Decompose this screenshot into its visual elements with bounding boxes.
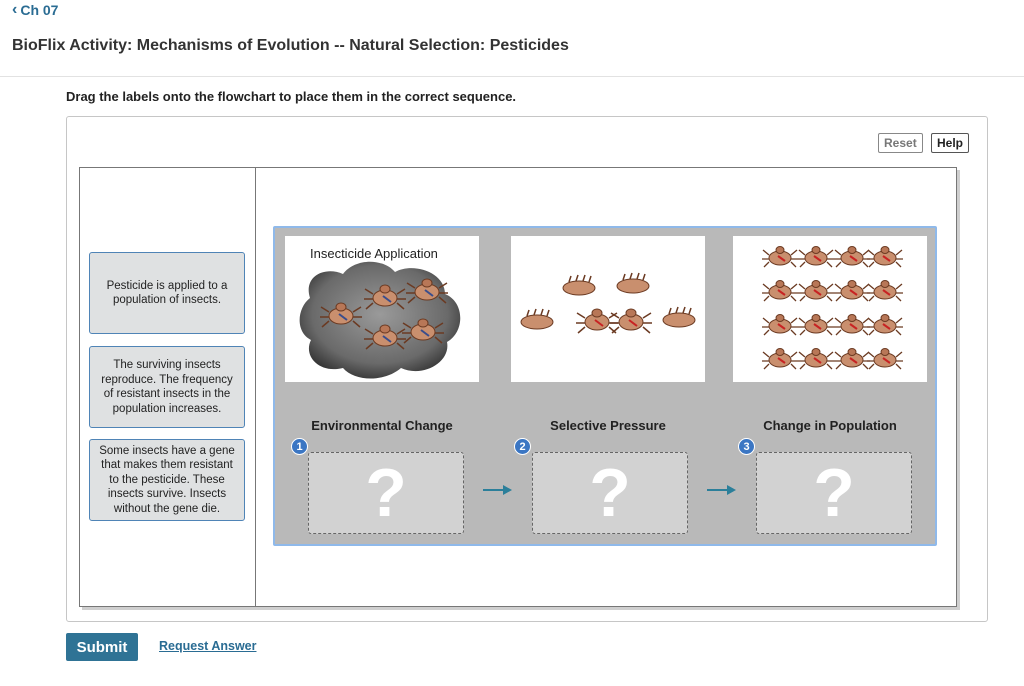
step-number-badge-1: 1 xyxy=(291,438,308,455)
step-number-badge-2: 2 xyxy=(514,438,531,455)
drop-zone-step-1[interactable]: ? xyxy=(308,452,464,534)
draggable-label-surviving-insects-reproduce[interactable]: The surviving insects reproduce. The fre… xyxy=(89,346,245,428)
label-bank: Pesticide is applied to a population of … xyxy=(80,168,256,606)
reset-button[interactable]: Reset xyxy=(878,133,923,153)
chevron-left-icon: ‹ xyxy=(12,1,18,18)
step-number-badge-3: 3 xyxy=(738,438,755,455)
request-answer-link[interactable]: Request Answer xyxy=(159,639,257,653)
activity-canvas: Pesticide is applied to a population of … xyxy=(79,167,957,607)
change-in-population-image xyxy=(733,236,927,382)
selective-pressure-image xyxy=(511,236,705,382)
image-caption: Insecticide Application xyxy=(310,246,438,261)
submit-button[interactable]: Submit xyxy=(66,633,138,661)
drop-zone-step-2[interactable]: ? xyxy=(532,452,688,534)
step-title-change-in-population: Change in Population xyxy=(763,418,897,433)
arrow-right-icon xyxy=(707,485,736,495)
instructions: Drag the labels onto the flowchart to pl… xyxy=(66,89,517,104)
back-link-label: Ch 07 xyxy=(20,2,59,18)
drop-zone-step-3[interactable]: ? xyxy=(756,452,912,534)
step-title-selective-pressure: Selective Pressure xyxy=(550,418,666,433)
draggable-label-pesticide-applied[interactable]: Pesticide is applied to a population of … xyxy=(89,252,245,334)
insecticide-application-image: Insecticide Application xyxy=(285,236,479,382)
help-button[interactable]: Help xyxy=(931,133,970,153)
resistant-population-illustration xyxy=(761,245,904,370)
activity-frame: Reset Help Pesticide is applied to a pop… xyxy=(66,116,988,622)
title-divider xyxy=(0,76,1024,77)
arrow-right-icon xyxy=(483,485,512,495)
flowchart-area: Insecticide Application xyxy=(273,226,937,546)
page-title: BioFlix Activity: Mechanisms of Evolutio… xyxy=(12,37,569,54)
surviving-insects-illustration xyxy=(520,272,696,334)
draggable-label-resistant-gene[interactable]: Some insects have a gene that makes them… xyxy=(89,439,245,521)
step-title-environmental-change: Environmental Change xyxy=(311,418,453,433)
back-link[interactable]: ‹ Ch 07 xyxy=(12,1,59,19)
insecticide-cloud-illustration xyxy=(299,261,461,379)
